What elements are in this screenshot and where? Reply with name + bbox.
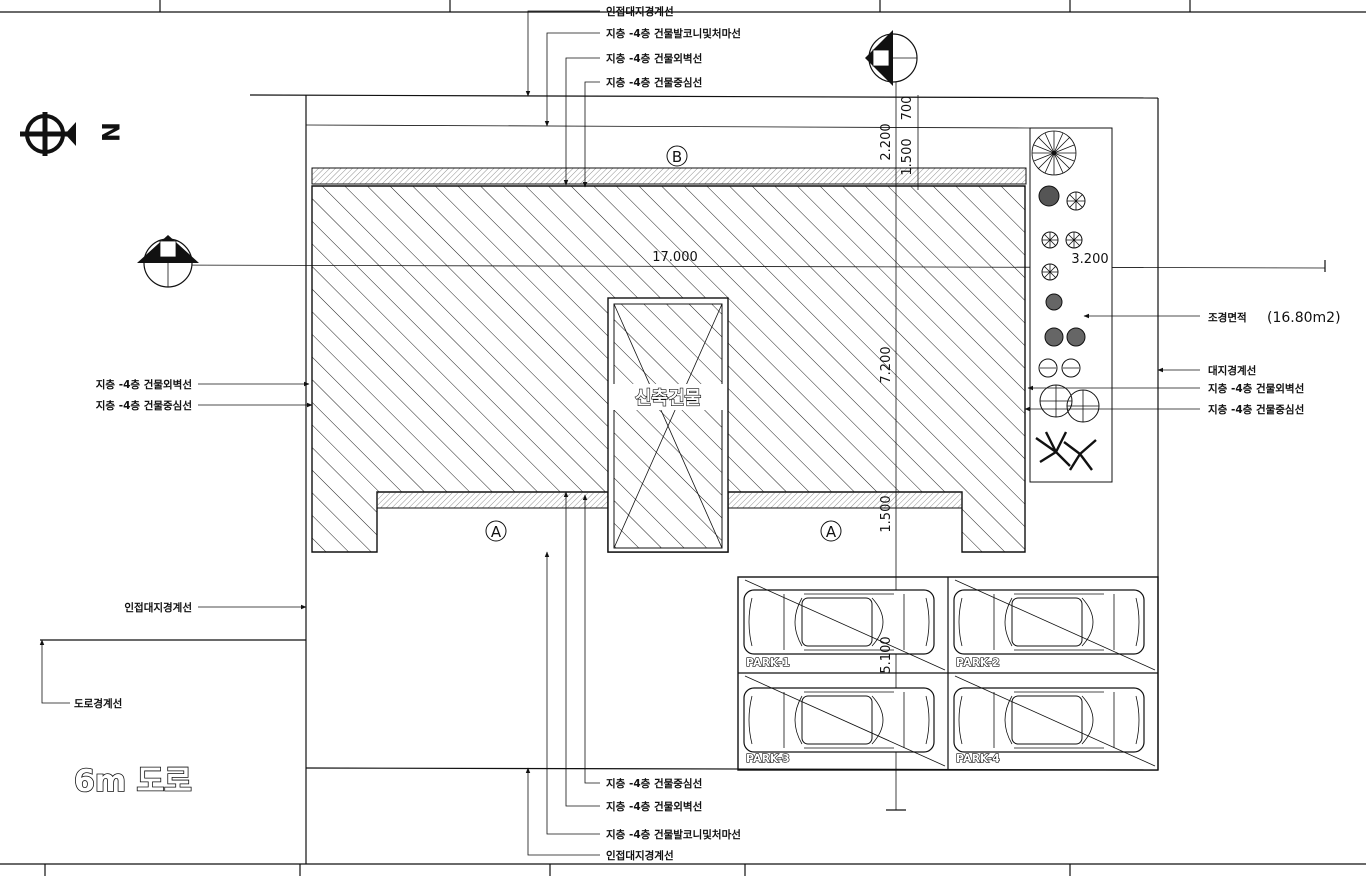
dim-right: 3.200 xyxy=(1071,252,1108,267)
label-left-center-line: 지층 -4층 건물중심선 xyxy=(96,399,192,412)
section-marker-icon xyxy=(137,235,199,288)
label-right-center-line: 지층 -4층 건물중심선 xyxy=(1208,403,1304,416)
leaders-right xyxy=(1024,313,1200,412)
landscape-area xyxy=(1029,127,1113,483)
parking-label: PARK-1 xyxy=(746,656,790,669)
palm-icon xyxy=(1035,384,1100,471)
shrub-icon xyxy=(1038,185,1086,378)
label-top-center-line: 지층 -4층 건물중심선 xyxy=(606,76,702,89)
dim-2200: 2.200 xyxy=(879,123,894,160)
label-top-outer-wall: 지층 -4층 건물외벽선 xyxy=(606,52,702,65)
svg-text:B: B xyxy=(672,148,682,166)
label-site-boundary: 대지경계선 xyxy=(1208,364,1256,377)
leaders-left xyxy=(39,381,313,704)
north-arrow-icon: N xyxy=(20,112,124,156)
dim-1500-low: 1.500 xyxy=(879,495,894,532)
leaders-top xyxy=(525,10,600,188)
marker-a: A xyxy=(820,520,842,542)
tree-icon xyxy=(1031,130,1077,176)
building-name: 신축건물 xyxy=(635,388,701,409)
svg-text:A: A xyxy=(826,523,837,541)
leaders-bottom xyxy=(525,491,600,856)
dim-1500: 1.500 xyxy=(900,138,915,175)
label-top-adjacent-boundary: 인접대지경계선 xyxy=(606,5,674,18)
svg-text:A: A xyxy=(491,523,502,541)
label-road: 6m 도로 xyxy=(74,764,192,799)
label-left-outer-wall: 지층 -4층 건물외벽선 xyxy=(96,378,192,391)
label-bottom-outer-wall: 지층 -4층 건물외벽선 xyxy=(606,800,702,813)
section-marker-icon xyxy=(865,30,918,86)
label-road-boundary: 도로경계선 xyxy=(74,697,122,710)
dimensions: 17.000 3.200 2.200 1.500 700 7.200 1.500… xyxy=(652,96,1108,674)
label-right-outer-wall: 지층 -4층 건물외벽선 xyxy=(1208,382,1304,395)
label-landscape-value: (16.80m2) xyxy=(1267,310,1341,326)
dim-700: 700 xyxy=(900,96,915,121)
label-bottom-adjacent-boundary: 인접대지경계선 xyxy=(606,849,674,862)
marker-b: B xyxy=(666,145,688,167)
dim-5100: 5.100 xyxy=(879,636,894,673)
label-bottom-balcony-line: 지층 -4층 건물발코니및처마선 xyxy=(606,828,741,841)
marker-a: A xyxy=(485,520,507,542)
label-left-adjacent-boundary: 인접대지경계선 xyxy=(124,601,192,614)
parking-area: PARK-1 PARK-2 PARK-3 PARK-4 xyxy=(737,576,1159,771)
label-top-balcony-line: 지층 -4층 건물발코니및처마선 xyxy=(606,27,741,40)
parking-label: PARK-3 xyxy=(746,752,790,765)
dim-7200: 7.200 xyxy=(879,346,894,383)
label-landscape-area: 조경면적 xyxy=(1208,311,1247,324)
label-bottom-center-line: 지층 -4층 건물중심선 xyxy=(606,777,702,790)
svg-text:N: N xyxy=(96,122,124,142)
building-footprint: 신축건물 xyxy=(311,167,1027,553)
parking-label: PARK-2 xyxy=(956,656,1000,669)
dim-width: 17.000 xyxy=(652,250,698,265)
parking-label: PARK-4 xyxy=(956,752,1000,765)
